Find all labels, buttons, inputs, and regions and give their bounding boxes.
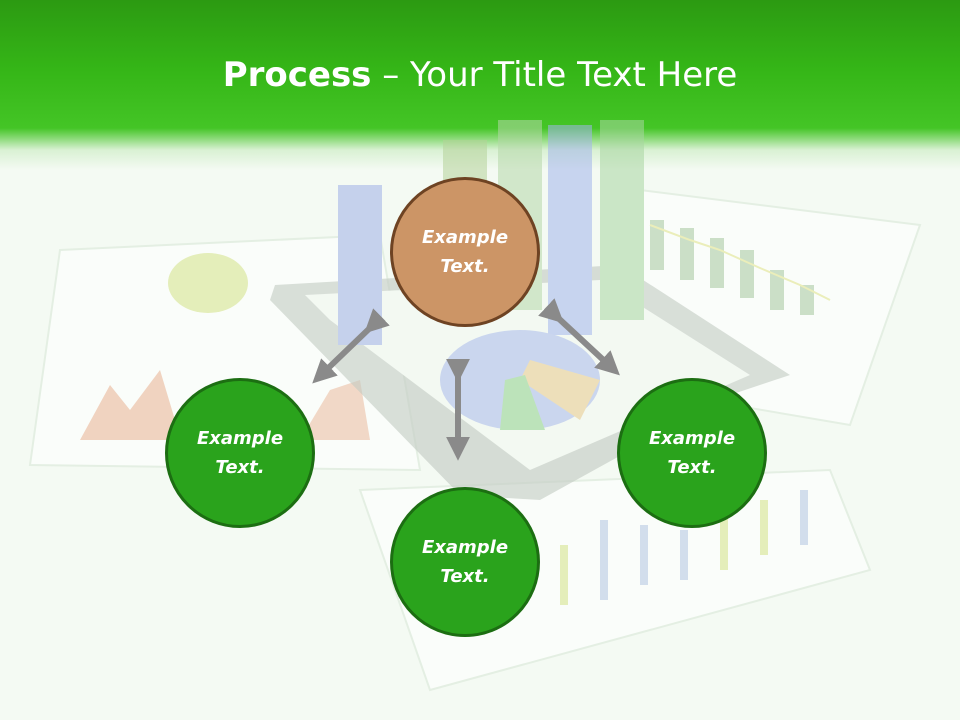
left-node: Example Text. <box>165 378 315 528</box>
bottom-node: Example Text. <box>390 487 540 637</box>
title-bold: Process <box>222 55 372 95</box>
arrow-center-right <box>538 298 620 376</box>
title-rest: – Your Title Text Here <box>371 55 738 95</box>
left-node-line1: Example <box>196 428 284 449</box>
right-node-line2: Text. <box>667 457 717 478</box>
bottom-node-line2: Text. <box>440 566 490 587</box>
center-node-line2: Text. <box>440 256 490 277</box>
arrow-center-left <box>312 308 390 384</box>
bottom-node-line1: Example <box>421 537 509 558</box>
right-node: Example Text. <box>617 378 767 528</box>
center-node: Example Text. <box>390 177 540 327</box>
slide-title: Process – Your Title Text Here <box>0 52 960 98</box>
left-node-line2: Text. <box>215 457 265 478</box>
right-node-line1: Example <box>648 428 736 449</box>
center-node-line1: Example <box>421 227 509 248</box>
